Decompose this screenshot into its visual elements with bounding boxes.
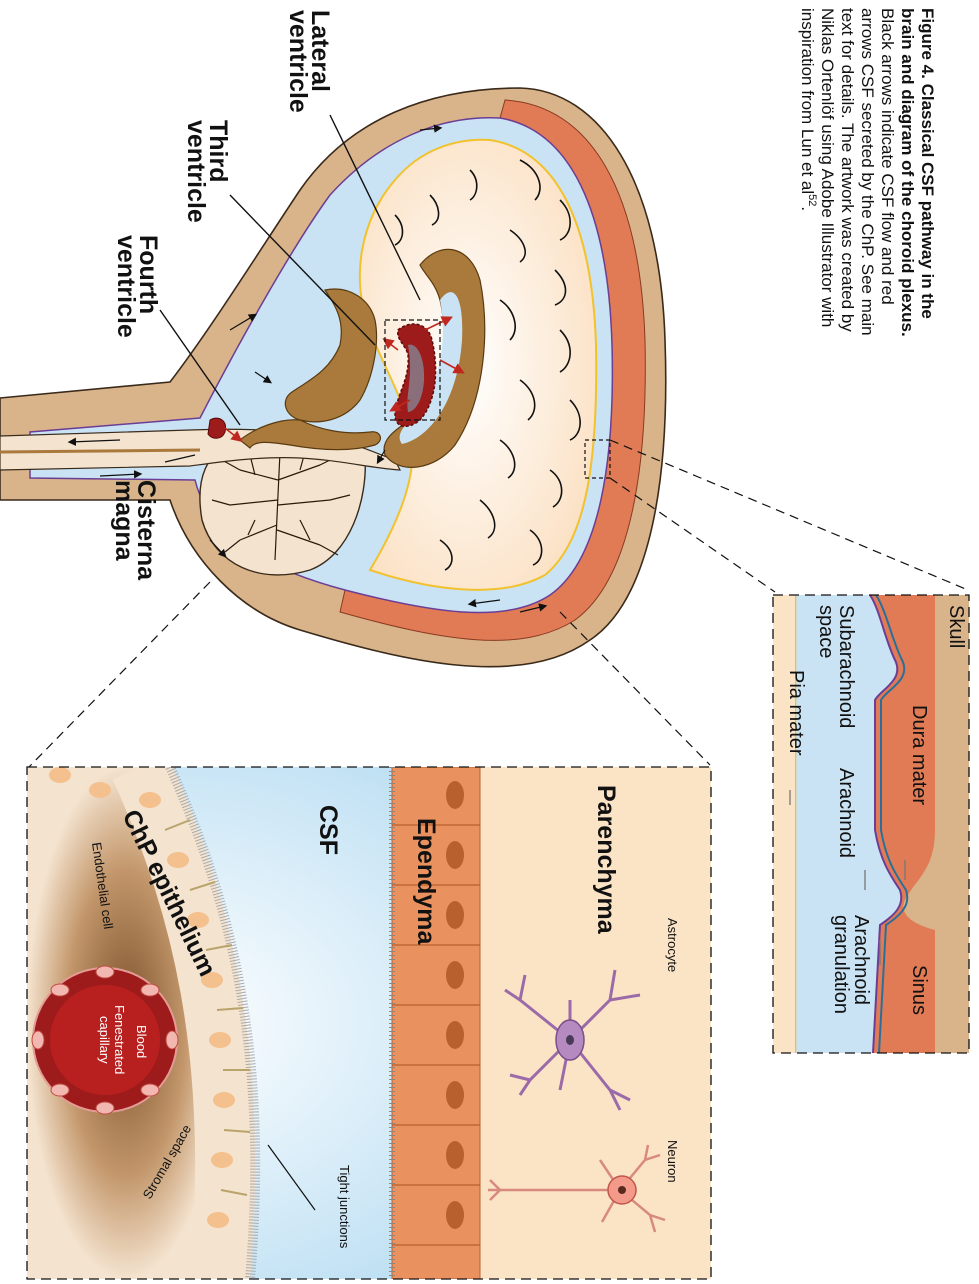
inset2-fenestrated-label-1: Fenestrated	[112, 1005, 127, 1074]
inset2-astrocyte-label: Astrocyte	[665, 918, 680, 972]
inset2-csf-label: CSF	[314, 805, 342, 855]
inset1-subarachnoid-label-2: space	[815, 605, 837, 658]
caption-line-4: Niklas Ortenlöf using Adobe Illustrator …	[818, 8, 837, 327]
figure-caption: Figure 4. Classical CSF pathway in the b…	[798, 8, 937, 337]
inset2-parenchyma-label: Parenchyma	[592, 785, 620, 935]
caption-end: .	[798, 206, 817, 211]
inset1-skull-label: Skull	[945, 605, 967, 648]
caption-line-5: inspiration from Lun et al52.	[798, 8, 818, 211]
choroid-plexus-fourth	[208, 418, 226, 438]
inset2-blood-label: Blood	[134, 1025, 149, 1058]
inset1-parenchyma-strip	[773, 595, 795, 1053]
label-cisterna-2: magna	[110, 480, 138, 562]
label-fourth-2: ventricle	[112, 235, 140, 338]
caption-line-3: text for details. The artwork was create…	[838, 8, 857, 332]
caption-line-1: Black arrows indicate CSF flow and red	[878, 8, 897, 305]
caption-line-5-text: inspiration from Lun et al	[798, 8, 817, 194]
brain-section: Lateral ventricle Third ventricle Fourth…	[0, 10, 666, 667]
inset1-granulation-label-2: granulation	[830, 915, 852, 1014]
inset2-neuron-label: Neuron	[665, 1140, 680, 1183]
caption-heading-2: brain and diagram of the choroid plexus.	[898, 8, 917, 337]
astrocyte-nucleus	[566, 1035, 574, 1045]
label-third-2: ventricle	[182, 120, 210, 223]
caption-line-2: arrows CSF secreted by the ChP. See main	[858, 8, 877, 336]
inset2-ependyma-label: Ependyma	[412, 818, 440, 946]
inset1-sinus-label: Sinus	[908, 965, 930, 1015]
inset1-granulation-label-1: Arachnoid	[850, 915, 872, 1005]
label-lateral-2: ventricle	[284, 10, 312, 113]
caption-ref: 52	[806, 194, 818, 206]
inset1-arachnoid-label: Arachnoid	[835, 768, 857, 858]
inset1-subarachnoid-label-1: Subarachnoid	[835, 605, 857, 728]
inset2-tight-label: Tight junctions	[337, 1165, 352, 1249]
caption-heading-1: Figure 4. Classical CSF pathway in the	[918, 8, 937, 319]
inset2-fenestrated-label-2: capillary	[97, 1016, 112, 1064]
central-canal	[0, 450, 200, 452]
inset1-dura-label: Dura mater	[908, 705, 930, 805]
neuron-nucleus	[618, 1186, 626, 1194]
inset1-pia-label: Pia mater	[785, 670, 807, 756]
